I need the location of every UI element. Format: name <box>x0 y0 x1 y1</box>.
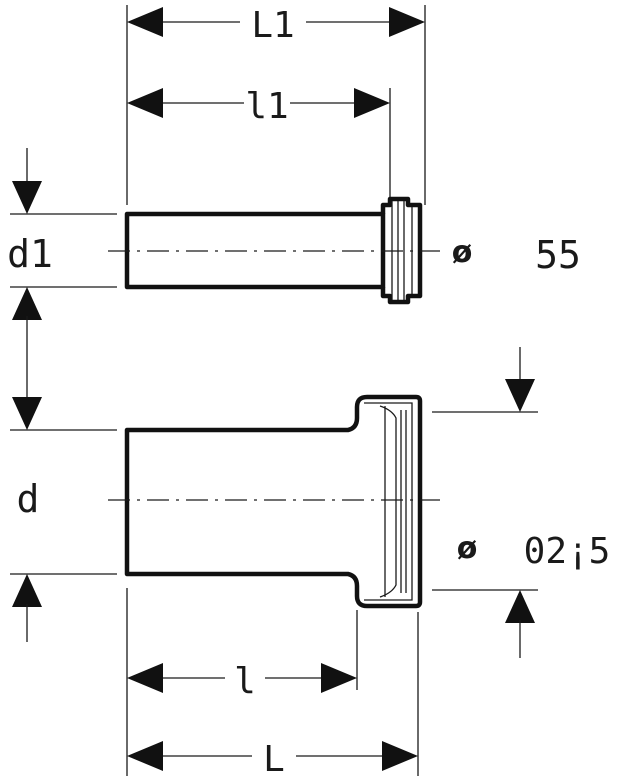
label-L: L <box>263 739 285 776</box>
diameter-value-bottom: 02¡5 <box>524 531 611 572</box>
bottom-pipe-body <box>124 394 423 609</box>
label-l: l <box>234 661 256 702</box>
arrowhead-L1-left <box>127 7 163 37</box>
dimension-l1: l1 <box>127 86 391 200</box>
d1-arrowhead-top <box>12 181 42 214</box>
arrowhead-L-left <box>127 741 163 771</box>
diameter-value-top: 55 <box>535 233 581 277</box>
arrowhead-l-right <box>321 663 357 693</box>
label-l1: l1 <box>245 86 288 127</box>
dia-arrowhead-bottom <box>505 590 535 623</box>
label-bg-L1 <box>240 5 306 41</box>
label-bg-L <box>252 739 296 775</box>
dia-arrowhead-top <box>505 379 535 412</box>
dimension-d1: d1 <box>7 148 53 430</box>
d1-arrowhead-bottom <box>12 287 42 320</box>
bottom-pipe <box>10 394 538 609</box>
socket-seal <box>379 405 397 598</box>
label-L1: L1 <box>251 5 294 46</box>
label-d: d <box>17 477 40 521</box>
arrowhead-l-left <box>127 663 163 693</box>
dimension-l: l <box>126 588 358 776</box>
dimension-outer-diameter <box>505 347 535 658</box>
dimension-L1: L1 <box>126 5 426 205</box>
arrowhead-l1-left <box>127 88 163 118</box>
label-bg-l <box>225 660 265 696</box>
dimension-L: L <box>127 612 419 776</box>
d-arrowhead-bottom <box>12 574 42 607</box>
gap-arrowhead-bottom <box>12 397 42 430</box>
top-pipe <box>10 196 440 305</box>
diameter-symbol-bottom: ø <box>457 531 478 566</box>
label-bg-l1 <box>244 86 290 122</box>
label-d1: d1 <box>7 232 53 276</box>
dimension-d: d <box>12 477 42 642</box>
arrowhead-L1-right <box>389 7 425 37</box>
diameter-symbol-top: ø <box>452 235 473 270</box>
socket-inner-outline <box>364 402 413 601</box>
arrowhead-L-right <box>382 741 418 771</box>
arrowhead-l1-right <box>354 88 390 118</box>
